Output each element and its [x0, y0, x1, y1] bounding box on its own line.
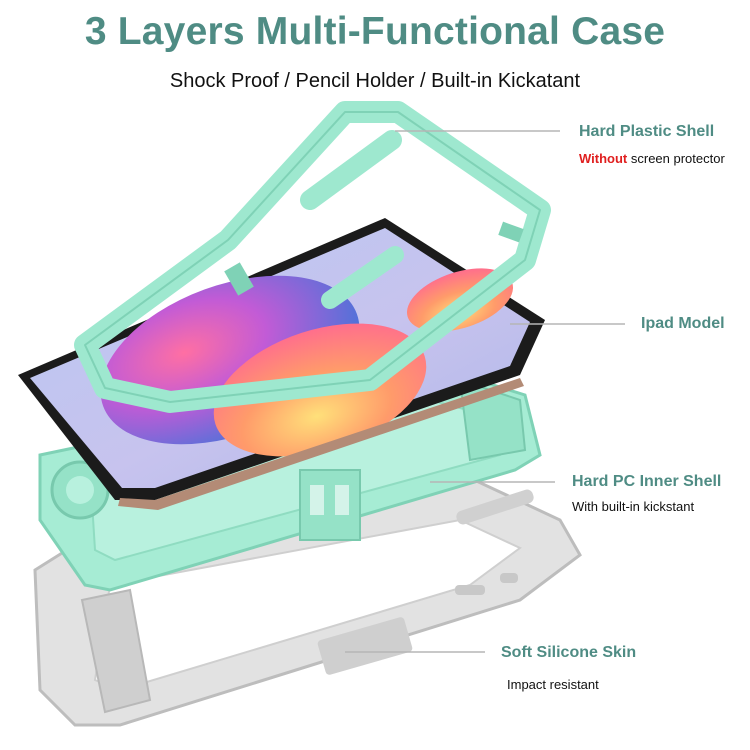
callout-sub-rest: screen protector — [627, 151, 725, 166]
callout-sub-plastic-shell: Without screen protector — [579, 151, 725, 166]
callout-sub-inner-shell: With built-in kickstant — [572, 499, 695, 514]
inner-shell-layer — [38, 368, 542, 592]
callout-sub-silicone-skin: Impact resistant — [507, 677, 599, 692]
callout-title-ipad-model: Ipad Model — [641, 315, 725, 332]
callout-title-inner-shell: Hard PC Inner Shell — [572, 473, 722, 490]
page-title: 3 Layers Multi-Functional Case — [84, 10, 666, 53]
callout-lines — [345, 130, 625, 653]
callout-title-silicone-skin: Soft Silicone Skin — [501, 644, 637, 661]
page-subtitle: Shock Proof / Pencil Holder / Built-in K… — [169, 70, 581, 92]
callout-title-plastic-shell: Hard Plastic Shell — [579, 123, 715, 140]
plastic-shell-layer — [74, 101, 551, 413]
callout-sub-highlight: Without — [579, 151, 628, 166]
